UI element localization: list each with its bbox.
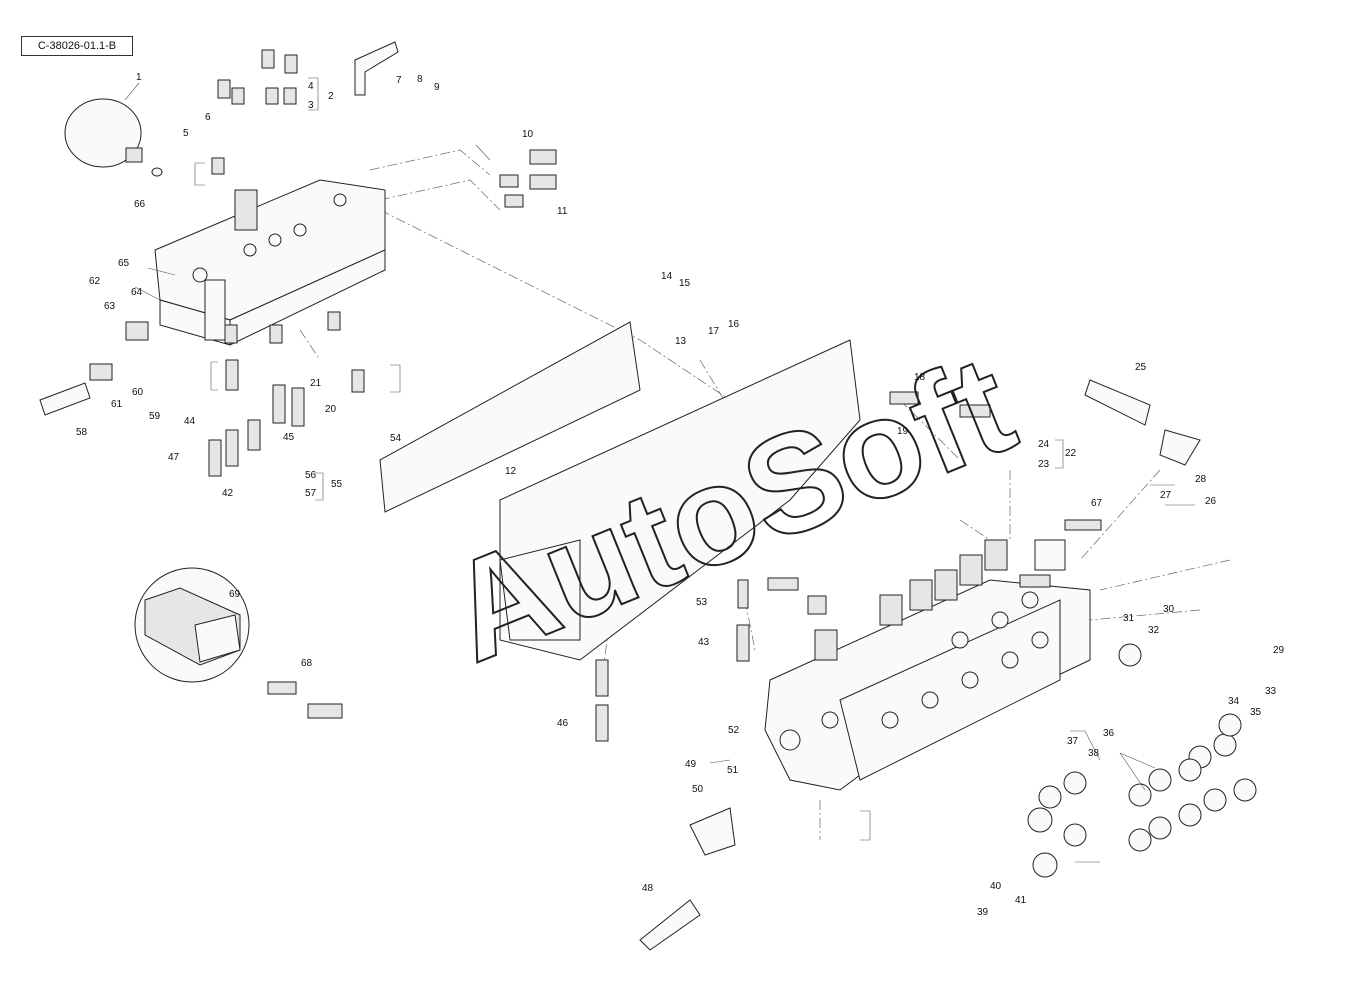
hoses (39, 41, 1201, 951)
callout-65: 65 (118, 258, 130, 269)
main-valve-bank (764, 539, 1091, 791)
callout-50: 50 (692, 784, 704, 795)
callout-32: 32 (1148, 625, 1160, 636)
bracket-frame (499, 339, 861, 661)
callout-51: 51 (727, 765, 739, 776)
callout-60: 60 (132, 387, 144, 398)
callout-25: 25 (1135, 362, 1147, 373)
callout-46: 46 (557, 718, 569, 729)
callout-9: 9 (434, 82, 440, 93)
callout-41: 41 (1015, 895, 1027, 906)
callout-1: 1 (136, 72, 142, 83)
callout-49: 49 (685, 759, 697, 770)
callout-57: 57 (305, 488, 317, 499)
callout-15: 15 (679, 278, 691, 289)
plug-cluster (1027, 643, 1257, 878)
callout-30: 30 (1163, 604, 1175, 615)
callout-43: 43 (698, 637, 710, 648)
callout-62: 62 (89, 276, 101, 287)
callout-34: 34 (1228, 696, 1240, 707)
callout-55: 55 (331, 479, 343, 490)
callout-7: 7 (396, 75, 402, 86)
callout-23: 23 (1038, 459, 1050, 470)
callout-16: 16 (728, 319, 740, 330)
callout-37: 37 (1067, 736, 1079, 747)
callout-22: 22 (1065, 448, 1077, 459)
callout-10: 10 (522, 129, 534, 140)
callout-44: 44 (184, 416, 196, 427)
callout-69: 69 (229, 589, 241, 600)
accumulator-part (64, 98, 163, 177)
callout-18: 18 (914, 372, 926, 383)
callout-68: 68 (301, 658, 313, 669)
leader-lines (124, 77, 1195, 863)
callout-42: 42 (222, 488, 234, 499)
callout-35: 35 (1250, 707, 1262, 718)
callout-11: 11 (557, 206, 568, 217)
callout-21: 21 (310, 378, 322, 389)
callout-45: 45 (283, 432, 295, 443)
callout-52: 52 (728, 725, 740, 736)
callout-53: 53 (696, 597, 708, 608)
callout-8: 8 (417, 74, 423, 85)
callout-labels: 1 2 3 4 5 6 7 8 9 10 11 12 13 14 15 16 1… (76, 72, 1285, 918)
callout-36: 36 (1103, 728, 1115, 739)
callout-38: 38 (1088, 748, 1100, 759)
callout-54: 54 (390, 433, 402, 444)
callout-59: 59 (149, 411, 161, 422)
callout-14: 14 (661, 271, 673, 282)
switch-detail-inset (134, 567, 250, 683)
callout-24: 24 (1038, 439, 1050, 450)
callout-61: 61 (111, 399, 123, 410)
mounting-plate (379, 321, 641, 513)
callout-47: 47 (168, 452, 180, 463)
callout-33: 33 (1265, 686, 1277, 697)
callout-12: 12 (505, 466, 517, 477)
callout-26: 26 (1205, 496, 1217, 507)
callout-31: 31 (1123, 613, 1135, 624)
callout-29: 29 (1273, 645, 1285, 656)
drawing-id-label: C-38026-01.1-B (21, 36, 133, 56)
callout-4: 4 (308, 81, 314, 92)
fittings (89, 49, 1102, 742)
callout-20: 20 (325, 404, 337, 415)
callout-63: 63 (104, 301, 116, 312)
callout-28: 28 (1195, 474, 1207, 485)
callout-5: 5 (183, 128, 189, 139)
callout-19: 19 (897, 426, 909, 437)
callout-6: 6 (205, 112, 211, 123)
callout-40: 40 (990, 881, 1002, 892)
upper-valve-block (154, 179, 386, 346)
callout-17: 17 (708, 326, 720, 337)
callout-58: 58 (76, 427, 88, 438)
callout-13: 13 (675, 336, 687, 347)
callout-64: 64 (131, 287, 143, 298)
callout-66: 66 (134, 199, 146, 210)
callout-39: 39 (977, 907, 989, 918)
callout-56: 56 (305, 470, 317, 481)
callout-48: 48 (642, 883, 654, 894)
callout-67: 67 (1091, 498, 1103, 509)
callout-27: 27 (1160, 490, 1172, 501)
callout-2: 2 (328, 91, 334, 102)
callout-3: 3 (308, 100, 314, 111)
